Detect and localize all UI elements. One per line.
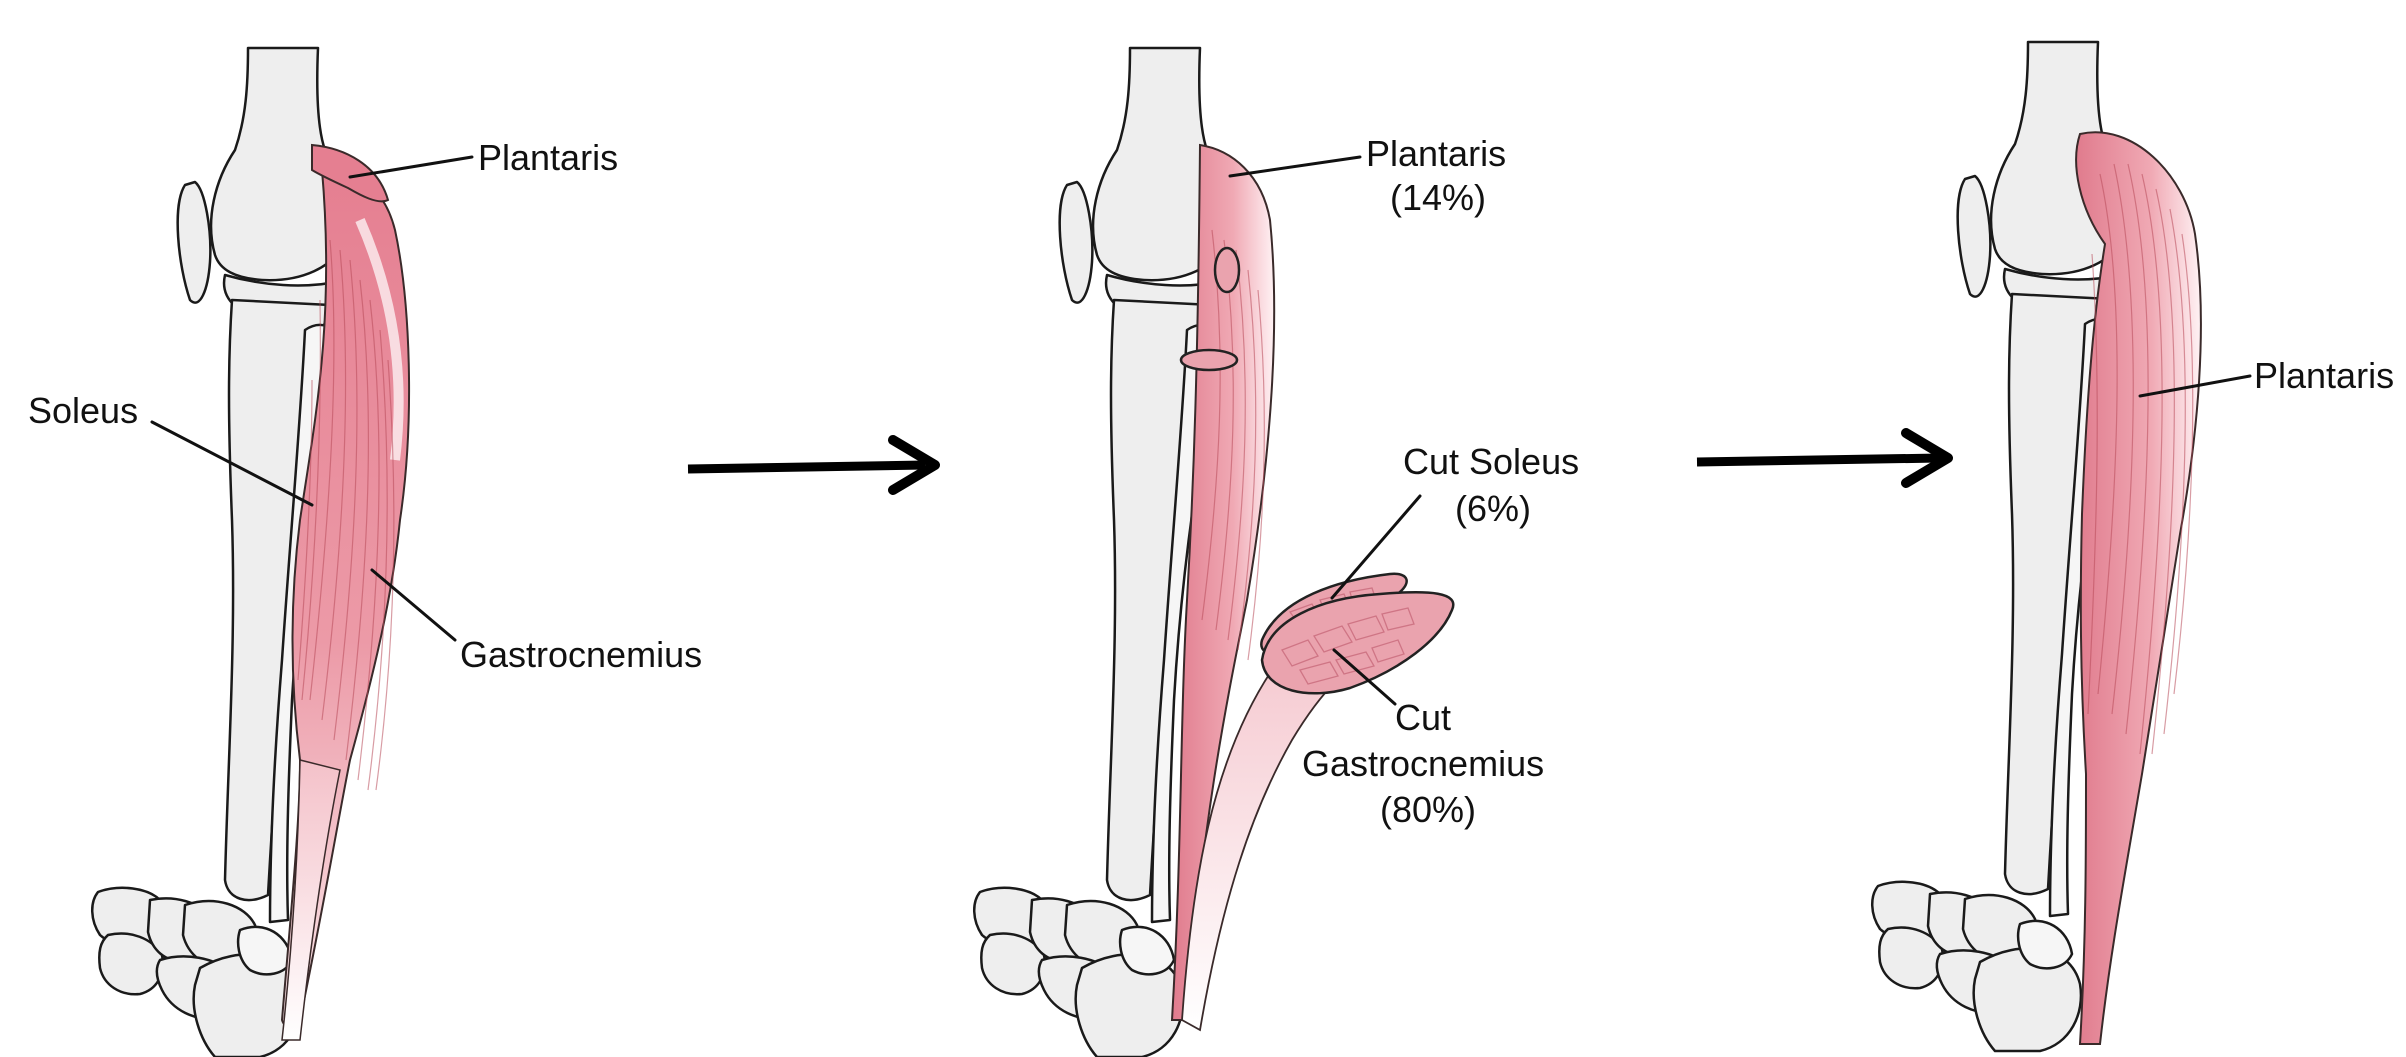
panel-intact: Plantaris Soleus Gastrocnemius xyxy=(28,48,702,1057)
plantaris-muscle-hypertrophied xyxy=(2076,132,2201,1044)
plantaris-leader-2 xyxy=(1230,157,1360,176)
cut-gastrocnemius-label: Gastrocnemius xyxy=(1302,743,1544,784)
plantaris-label-1: Plantaris xyxy=(478,137,618,178)
arrow-right-icon xyxy=(1697,433,1948,483)
panel-hypertrophy: Plantaris xyxy=(1872,42,2394,1051)
plantaris-label-2: Plantaris xyxy=(1366,133,1506,174)
cut-soleus-stump xyxy=(1181,350,1237,370)
cut-gastro-stump xyxy=(1215,248,1239,292)
arrow-right-icon xyxy=(688,440,935,490)
cut-soleus-label: Cut Soleus xyxy=(1403,441,1579,482)
cut-gastrocnemius-percent-label: (80%) xyxy=(1380,789,1476,830)
plantaris-percent-label: (14%) xyxy=(1390,177,1486,218)
cut-soleus-percent-label: (6%) xyxy=(1455,488,1531,529)
gastrocnemius-label-1: Gastrocnemius xyxy=(460,634,702,675)
cut-label: Cut xyxy=(1395,697,1451,738)
soleus-label: Soleus xyxy=(28,390,138,431)
panel-ablation: Plantaris (14%) Cut Soleus (6%) Cut Gast… xyxy=(974,48,1579,1057)
plantaris-label-3: Plantaris xyxy=(2254,355,2394,396)
